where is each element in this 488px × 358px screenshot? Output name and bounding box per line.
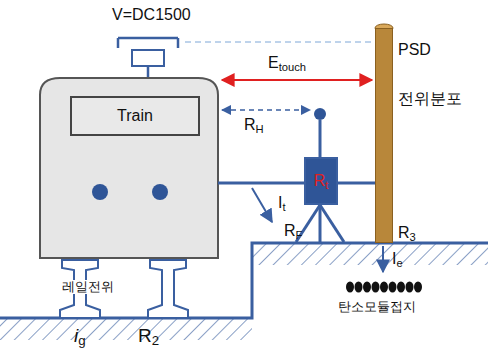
label: V=DC1500 [112, 6, 191, 24]
label: Ie [392, 250, 403, 269]
platform-line [218, 182, 378, 185]
label: Etouch [268, 54, 306, 73]
body-resistance-box: Rt [304, 157, 338, 205]
rh-arrow [222, 109, 310, 111]
node-text: Rt [314, 172, 329, 191]
train-window: Train [70, 96, 200, 136]
pantograph [118, 38, 178, 78]
node-text: PSD [398, 41, 431, 59]
current-arrow [382, 246, 384, 272]
rail [60, 260, 188, 318]
label: RH [244, 116, 264, 135]
label: RF [284, 222, 302, 241]
current-arrow [252, 188, 272, 222]
carbon-module [346, 282, 422, 293]
node-text: Train [117, 107, 153, 125]
label: R3 [398, 224, 416, 243]
label: 전위분포 [398, 90, 462, 108]
person [296, 108, 344, 242]
label: ig [74, 326, 86, 349]
touch-voltage-arrow [222, 79, 372, 81]
catenary [185, 41, 378, 42]
label: It [278, 194, 286, 213]
headlight [92, 184, 108, 200]
label: R2 [138, 326, 159, 349]
label: 탄소모듈접지 [338, 300, 416, 314]
headlight [152, 184, 168, 200]
psd-pole: PSD [375, 28, 393, 243]
train-body [40, 78, 218, 258]
label: 레일전위 [60, 280, 116, 294]
